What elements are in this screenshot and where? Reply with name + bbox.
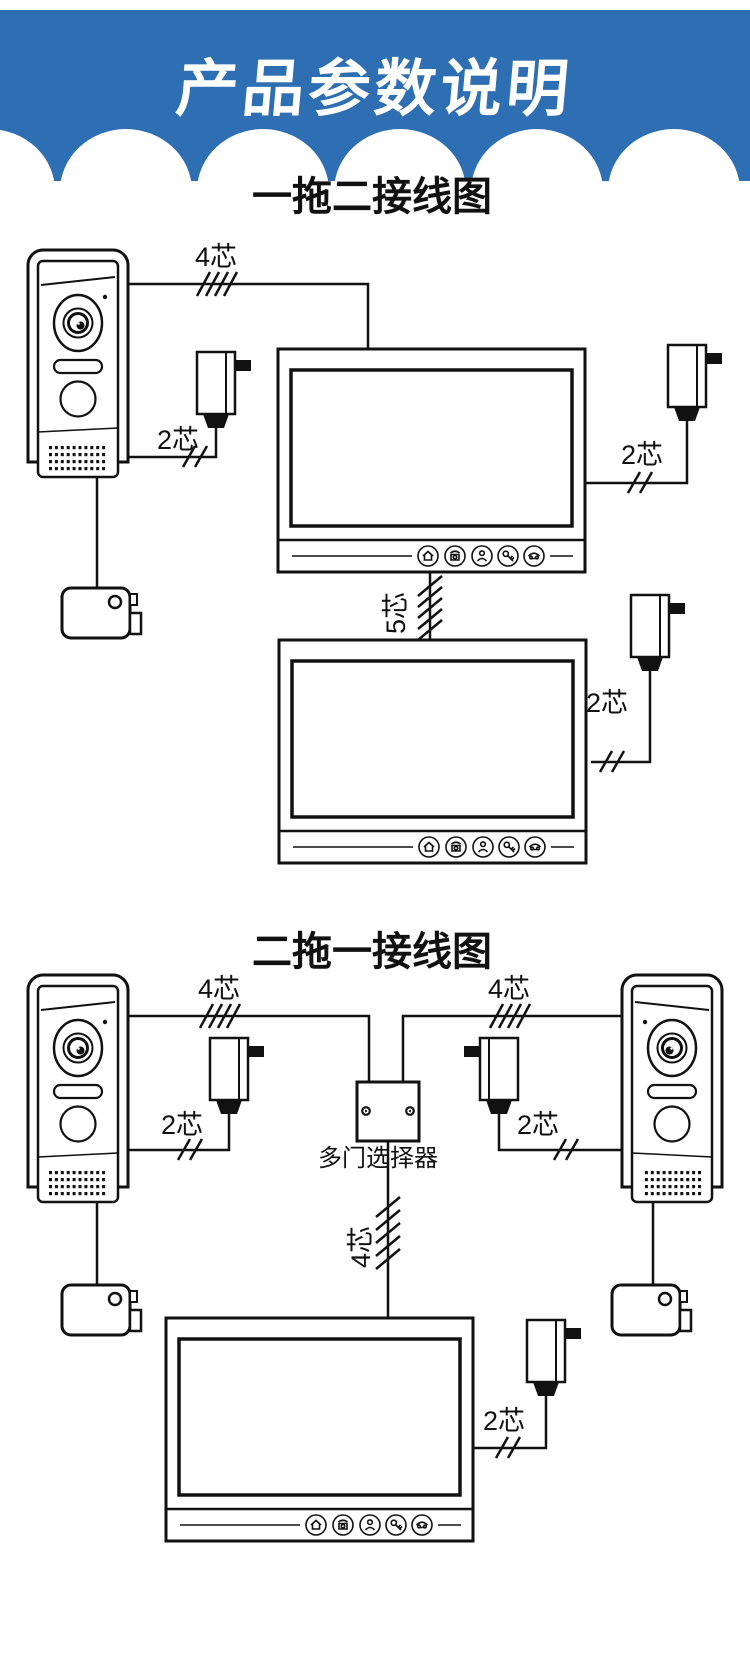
power-adapter-monitor1 xyxy=(666,343,724,423)
scallop-shape xyxy=(608,129,740,253)
label-4core-right: 4芯 xyxy=(488,974,530,1004)
label-2core-door: 2芯 xyxy=(157,425,199,455)
wire-2core-right xyxy=(497,1114,622,1152)
label-2core-monitor2: 2芯 xyxy=(586,688,628,718)
label-2core-bottom: 2芯 xyxy=(483,1406,525,1436)
scallop-shape xyxy=(334,129,466,253)
wire-4core xyxy=(128,282,370,349)
power-adapter-right xyxy=(462,1036,520,1116)
electric-lock xyxy=(60,586,143,640)
hash-4core-left xyxy=(198,1003,242,1029)
wire-2core-left xyxy=(128,1114,231,1152)
indoor-monitor-2 xyxy=(277,638,588,865)
power-adapter-left xyxy=(208,1036,266,1116)
electric-lock-right xyxy=(610,1283,693,1337)
hash-2core-left xyxy=(176,1138,204,1161)
label-2core-monitor1: 2芯 xyxy=(621,440,663,470)
hash-2core-monitor2 xyxy=(598,750,626,773)
diagram2-title: 二拖一接线图 xyxy=(252,930,492,974)
power-adapter-door xyxy=(195,350,253,430)
wire-2core-monitor2-adapter xyxy=(591,671,652,764)
label-2core-left: 2芯 xyxy=(161,1110,203,1140)
hash-5core xyxy=(417,575,443,641)
door-station-left xyxy=(26,973,130,1204)
hash-2core-bottom xyxy=(494,1436,522,1459)
wire-2core-monitor1-adapter xyxy=(585,421,689,485)
scallop-shape xyxy=(60,129,192,253)
header-banner: 产品参数说明 xyxy=(0,10,750,253)
hash-2core-door xyxy=(181,445,209,468)
label-5core: 5芯 xyxy=(381,592,411,634)
label-4core: 4芯 xyxy=(195,242,237,272)
scallop-shape xyxy=(197,129,329,253)
wire-2core-door-adapter xyxy=(128,428,218,459)
hash-4core-right xyxy=(488,1003,532,1029)
hash-4core xyxy=(195,271,239,297)
electric-lock-left xyxy=(60,1283,143,1337)
hash-2core-right xyxy=(552,1138,580,1161)
indoor-monitor-bottom xyxy=(164,1316,475,1543)
door-station-right xyxy=(620,973,724,1204)
selector-label: 多门选择器 xyxy=(318,1145,438,1172)
power-adapter-bottom xyxy=(525,1318,583,1398)
wire-4core-left xyxy=(128,1014,371,1082)
hash-2core-monitor1 xyxy=(626,471,654,494)
label-4core-down: 4芯 xyxy=(346,1226,376,1268)
door-station xyxy=(26,248,130,479)
label-2core-right: 2芯 xyxy=(517,1110,559,1140)
diagram1-title: 一拖二接线图 xyxy=(252,175,492,219)
label-4core-left: 4芯 xyxy=(198,974,240,1004)
scallop-shape xyxy=(471,129,603,253)
wire-4core-right xyxy=(401,1014,622,1082)
multi-door-selector xyxy=(355,1080,421,1143)
power-adapter-monitor2 xyxy=(629,593,687,673)
hash-4core-down xyxy=(375,1196,401,1270)
wire-2core-bottom-adapter xyxy=(473,1396,548,1450)
indoor-monitor-1 xyxy=(276,347,587,574)
